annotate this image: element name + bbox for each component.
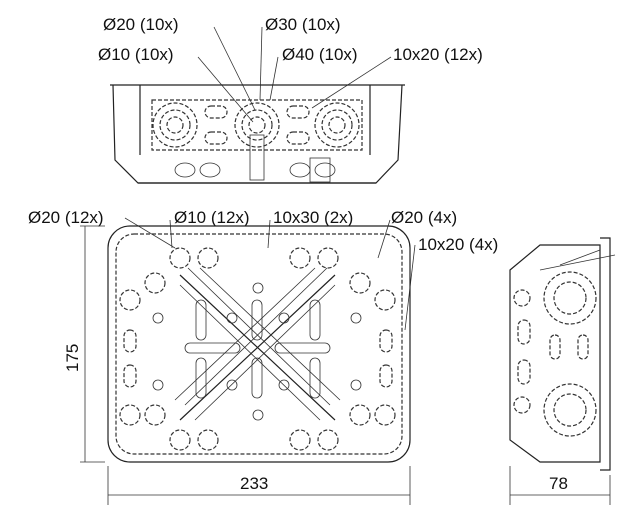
label-d30-10x: Ø30 (10x): [265, 15, 341, 34]
label-d40-10x: Ø40 (10x): [282, 45, 358, 64]
label-10x30-2x: 10x30 (2x): [273, 208, 353, 227]
dimension-width: 233: [240, 474, 268, 493]
top-view: [110, 84, 405, 184]
top-leaders: [197, 26, 392, 123]
side-view: [509, 237, 616, 471]
dimension-lines: [80, 225, 611, 505]
label-d20-12x: Ø20 (12x): [28, 208, 104, 227]
label-d10-12x: Ø10 (12x): [174, 208, 250, 227]
label-10x20-12x: 10x20 (12x): [393, 45, 483, 64]
label-d20-10x: Ø20 (10x): [103, 15, 179, 34]
label-d20-4x: Ø20 (4x): [391, 208, 457, 227]
dimension-depth: 78: [549, 474, 568, 493]
label-d10-10x: Ø10 (10x): [98, 45, 174, 64]
label-10x20-4x: 10x20 (4x): [418, 235, 498, 254]
dimension-height: 175: [63, 344, 82, 372]
front-leaders: [124, 217, 416, 331]
front-view: [107, 225, 411, 463]
